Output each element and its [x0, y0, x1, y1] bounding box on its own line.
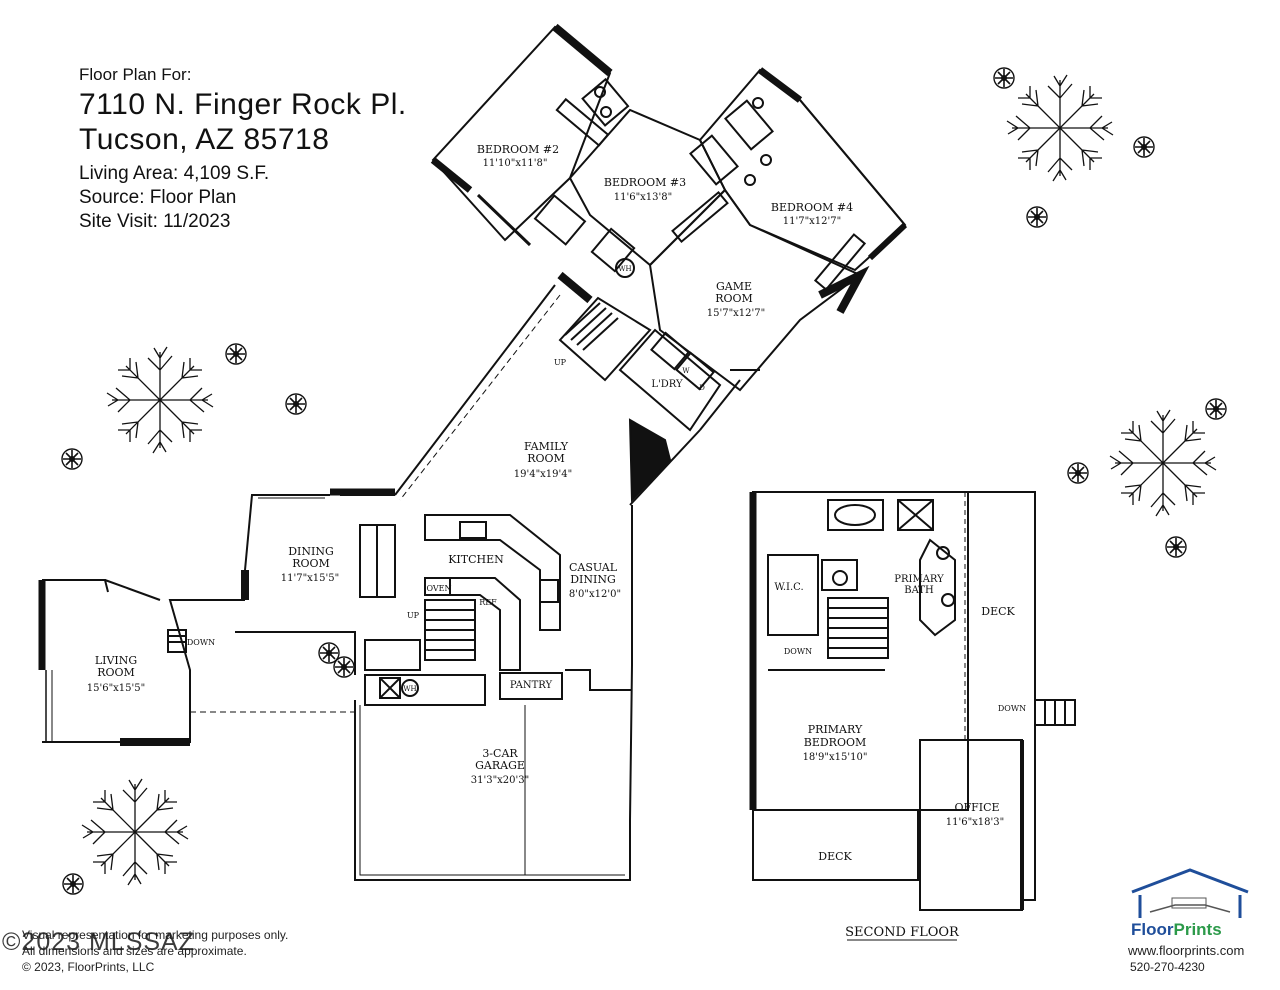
first-floor: [38, 23, 908, 881]
down-label-deck: DOWN: [998, 704, 1026, 713]
primary-bedroom-label-1: PRIMARY: [808, 723, 863, 736]
game-room-label-1: GAME: [716, 280, 752, 293]
site-visit: Site Visit: 11/2023: [79, 211, 231, 232]
up-label-kitchen: UP: [407, 611, 420, 620]
footer-disclaimer-2: All dimensions and sizes are approximate…: [22, 944, 247, 958]
annotations: UP UP DOWN DOWN DOWN WH WH W D: [187, 265, 1026, 713]
oven-label: OVEN: [426, 584, 451, 593]
bedroom3-label: BEDROOM #3: [604, 176, 686, 189]
primary-bedroom-dims: 18'9"x15'10": [803, 752, 868, 763]
down-label-living: DOWN: [187, 638, 215, 647]
plan-source: Source: Floor Plan: [79, 187, 237, 208]
living-room-walls: [38, 579, 245, 746]
bedroom-wing: [430, 23, 908, 432]
garage-walls: [190, 631, 633, 881]
laundry-label: L'DRY: [651, 379, 683, 390]
dining-room-label-2: ROOM: [292, 557, 330, 570]
office-label: OFFICE: [954, 801, 999, 814]
living-room-label-1: LIVING: [95, 654, 137, 667]
pantry-label: PANTRY: [510, 680, 553, 691]
primary-bath-label-1: PRIMARY: [894, 574, 944, 585]
room-labels: BEDROOM #2 11'10"x11'8" BEDROOM #3 11'6"…: [87, 143, 1016, 863]
address-line-1: 7110 N. Finger Rock Pl.: [79, 88, 407, 121]
living-room-dims: 15'6"x15'5": [87, 683, 146, 694]
bedroom4-dims: 11'7"x12'7": [783, 216, 842, 227]
wh-label-lower: WH: [403, 685, 416, 693]
bedroom2-dims: 11'10"x11'8": [483, 158, 548, 169]
floorprints-logo-mark: [1131, 868, 1249, 918]
family-room-label-2: ROOM: [527, 452, 565, 465]
second-floor: [749, 491, 1076, 911]
wic-label: W.I.C.: [774, 582, 803, 593]
wh-label-upper: WH: [618, 265, 631, 273]
footer-disclaimer-1: Visual representation for marketing purp…: [22, 928, 289, 942]
dining-room-label-1: DINING: [288, 545, 334, 558]
primary-bath-label-2: BATH: [904, 585, 934, 596]
casual-dining-label-2: DINING: [570, 573, 616, 586]
casual-dining-label-1: CASUAL: [569, 561, 618, 574]
kitchen-walls: [424, 514, 561, 671]
dryer-label: D: [699, 384, 705, 392]
washer-label: W: [682, 367, 690, 375]
office-dims: 11'6"x18'3": [946, 817, 1005, 828]
dining-room-dims: 11'7"x15'5": [281, 573, 340, 584]
lower-deck-label: DECK: [818, 850, 852, 863]
family-room-dims: 19'4"x19'4": [514, 469, 573, 480]
primary-bedroom-label-2: BEDROOM: [804, 736, 867, 749]
bedroom4-label: BEDROOM #4: [771, 201, 853, 214]
brand-floor: Floor: [1131, 920, 1174, 939]
floorprints-brand: FloorPrints: [1131, 920, 1222, 940]
garage-label-2: GARAGE: [475, 759, 525, 772]
address-line-2: Tucson, AZ 85718: [79, 123, 330, 156]
upper-deck-label: DECK: [981, 605, 1015, 618]
footer-copyright: © 2023, FloorPrints, LLC: [22, 960, 155, 974]
game-room-label-2: ROOM: [715, 292, 753, 305]
down-label-second: DOWN: [784, 647, 812, 656]
floorprints-website[interactable]: www.floorprints.com: [1128, 943, 1245, 958]
game-room-dims: 15'7"x12'7": [707, 308, 766, 319]
family-room-label-1: FAMILY: [524, 440, 569, 453]
garage-label-1: 3-CAR: [482, 747, 518, 760]
garage-dims: 31'3"x20'3": [471, 775, 530, 786]
dining-room-walls: [241, 494, 396, 600]
mls-watermark: ©2023 MLSSAZ: [2, 928, 196, 956]
casual-dining-dims: 8'0"x12'0": [569, 589, 621, 600]
floorprints-phone: 520-270-4230: [1130, 960, 1205, 974]
family-room-walls: [330, 271, 760, 665]
bedroom3-dims: 11'6"x13'8": [614, 192, 673, 203]
second-floor-caption: SECOND FLOOR: [845, 925, 960, 940]
ref-label: REF: [479, 598, 497, 607]
plan-header-prefix: Floor Plan For:: [79, 65, 192, 84]
up-label-stairs: UP: [554, 358, 567, 367]
living-area: Living Area: 4,109 S.F.: [79, 163, 270, 184]
kitchen-label: KITCHEN: [448, 553, 504, 566]
living-room-label-2: ROOM: [97, 666, 135, 679]
brand-prints: Prints: [1173, 920, 1222, 939]
bedroom2-label: BEDROOM #2: [477, 143, 559, 156]
